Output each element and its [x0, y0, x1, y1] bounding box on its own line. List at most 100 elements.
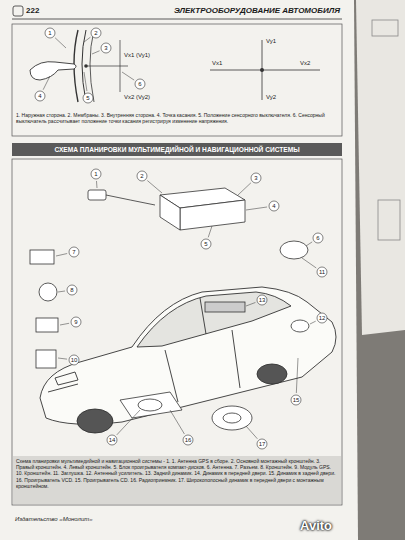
leader-line	[117, 410, 140, 435]
leader-line	[208, 226, 212, 237]
leader-line	[84, 72, 87, 91]
leader-line	[60, 323, 69, 325]
touch-point	[84, 64, 88, 68]
next-page-figure	[372, 20, 398, 36]
callout-number: 14	[106, 436, 118, 444]
section-header: ЭЛЕКТРООБОРУДОВАНИЕ АВТОМОБИЛЯ	[110, 6, 340, 16]
callout-number: 4	[34, 92, 46, 100]
leader-line	[306, 242, 312, 246]
leader-line	[310, 321, 316, 324]
car	[40, 287, 336, 433]
page-number: 222	[26, 6, 50, 16]
signal-label: Vy2	[266, 94, 286, 102]
header-icon	[13, 6, 23, 16]
callout-circle	[135, 79, 145, 89]
next-page	[356, 0, 405, 335]
callout-circle	[91, 28, 101, 38]
finger	[30, 62, 76, 80]
callout-circle	[91, 169, 101, 179]
callout-circle	[257, 439, 267, 449]
leader-line	[55, 38, 66, 48]
callout-number: 4	[268, 202, 280, 210]
callout-number: 6	[312, 234, 324, 242]
wire	[120, 40, 121, 92]
next-page-figure	[378, 200, 400, 240]
signal-label: Vx2 (Vy2)	[124, 94, 168, 102]
leader-line	[246, 426, 257, 439]
section-band	[12, 143, 342, 156]
callout-number: 2	[136, 172, 148, 180]
signal-label: Vx1	[212, 60, 232, 68]
leader-line	[84, 37, 90, 42]
callout-circle	[83, 93, 93, 103]
leader-line	[246, 302, 255, 306]
leader-line	[96, 181, 98, 188]
figure-frame	[12, 159, 342, 505]
callout-number: 11	[316, 268, 328, 276]
callout-circle	[101, 43, 111, 53]
leader-line	[58, 358, 67, 359]
publisher-note: Издательство «Монолит»	[15, 516, 165, 524]
callout-circle	[107, 435, 117, 445]
callout-circle	[313, 233, 323, 243]
callout-number: 1	[44, 29, 56, 37]
callout-number: 8	[66, 286, 78, 294]
section-title: СХЕМА ПЛАНИРОВКИ МУЛЬТИМЕДИЙНОЙ И НАВИГА…	[14, 145, 340, 154]
callout-number: 16	[182, 436, 194, 444]
callout-number: 15	[290, 396, 302, 404]
callout-circle	[201, 239, 211, 249]
leader-line	[170, 410, 184, 434]
callout-number: 7	[68, 248, 80, 256]
leader-line	[296, 358, 298, 393]
leader-line	[302, 258, 316, 268]
callout-number: 5	[82, 94, 94, 102]
leader-line	[58, 291, 65, 292]
callout-circle	[45, 28, 55, 38]
touch-point	[260, 68, 264, 72]
leader-line	[147, 181, 162, 193]
figure-frame	[12, 24, 342, 136]
callout-number: 6	[134, 80, 146, 88]
callout-number: 3	[250, 174, 262, 182]
leader-line	[122, 72, 134, 80]
callout-circle	[67, 285, 77, 295]
components	[30, 188, 309, 430]
callout-circle	[69, 355, 79, 365]
leader-line	[92, 51, 100, 54]
callout-number: 5	[200, 240, 212, 248]
callout-circle	[137, 171, 147, 181]
leader-line	[246, 207, 267, 210]
signal-label: Vx2	[300, 60, 320, 68]
callout-number: 13	[256, 296, 268, 304]
callout-number: 10	[68, 356, 80, 364]
page	[0, 0, 358, 540]
callout-number: 2	[90, 29, 102, 37]
callout-number: 9	[70, 318, 82, 326]
callout-circle	[317, 313, 327, 323]
header-rule	[12, 19, 342, 20]
callout-circle	[291, 395, 301, 405]
signal-label: Vx1 (Vy1)	[124, 52, 168, 60]
wire	[86, 66, 128, 67]
signal-label: Vy1	[266, 38, 286, 46]
callout-number: 12	[316, 314, 328, 322]
caption-ground	[13, 456, 341, 504]
callout-circle	[269, 201, 279, 211]
callout-circle	[251, 173, 261, 183]
callout-circle	[71, 317, 81, 327]
callout-circle	[183, 435, 193, 445]
leader-line	[56, 254, 67, 256]
callout-circle	[69, 247, 79, 257]
callout-circle	[317, 267, 327, 277]
callout-number: 1	[90, 170, 102, 178]
figure-caption: Схема планировки мультимедийной и навига…	[16, 458, 338, 489]
watermark: Avito	[300, 518, 370, 534]
callout-circle	[257, 295, 267, 305]
callout-number: 3	[100, 44, 112, 52]
axis	[210, 70, 320, 71]
figure-caption: 1. Наружная сторона. 2. Мембраны. 3. Вну…	[16, 112, 338, 124]
callout-number: 17	[256, 440, 268, 448]
leader-line	[43, 76, 50, 90]
callout-circle	[35, 91, 45, 101]
leader-line	[238, 183, 251, 195]
